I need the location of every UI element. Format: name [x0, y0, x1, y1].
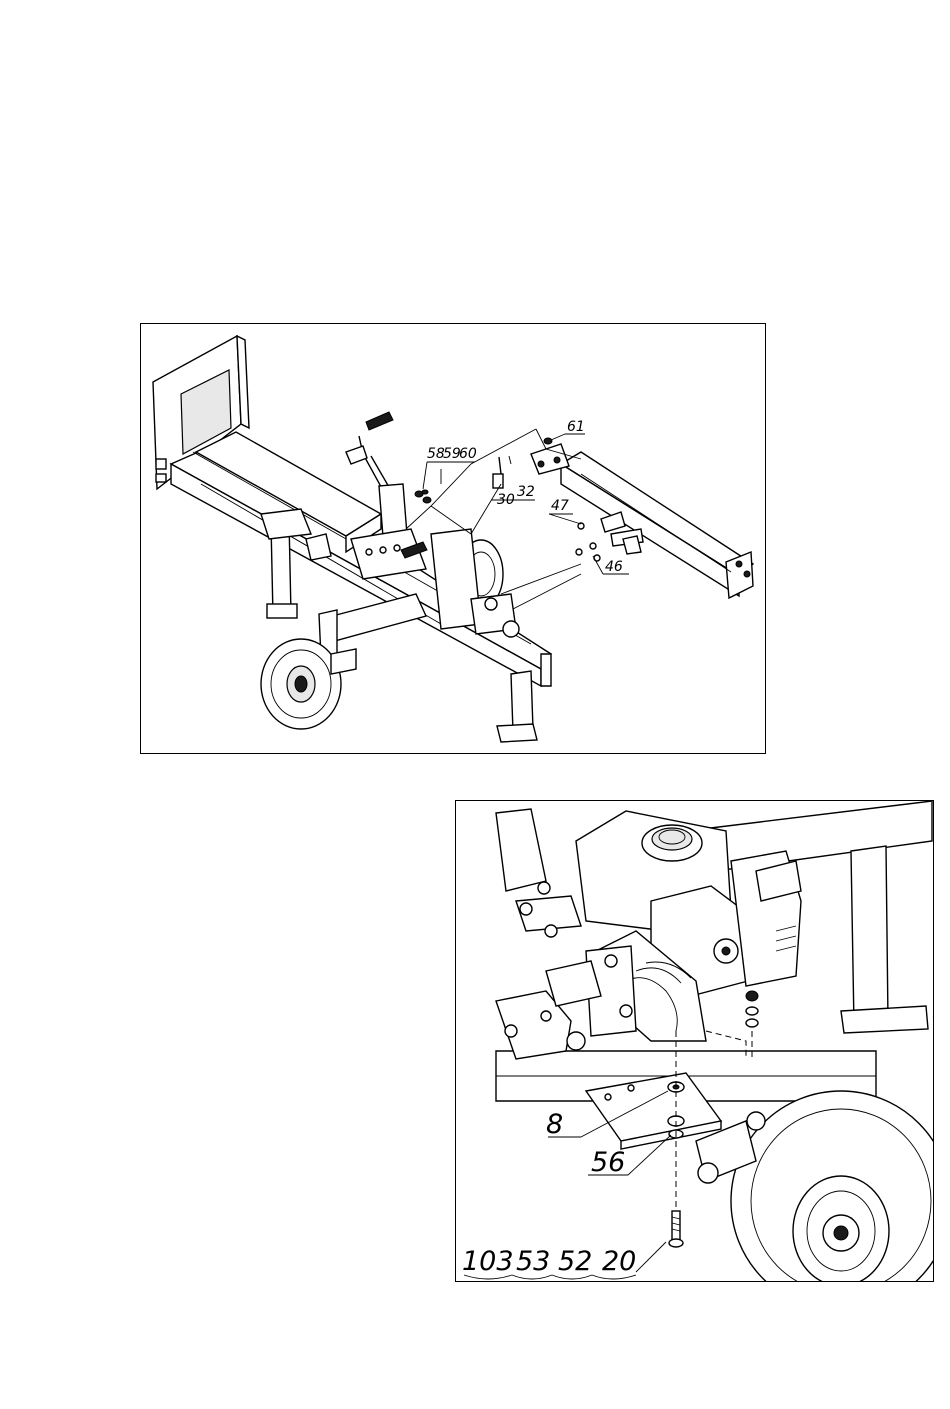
- callout-32: 32: [517, 484, 535, 500]
- rear-stand: [497, 671, 537, 742]
- hydraulic-pump: [496, 961, 601, 1059]
- callout-30: 30: [497, 492, 515, 508]
- callout-8: 8: [546, 1109, 563, 1140]
- log-splitter-drawing: 58 59 60 61 30 32 47 46: [141, 324, 765, 753]
- small-hardware-30-32: [493, 456, 511, 488]
- wheel: [696, 1091, 933, 1281]
- hydraulic-cylinder: [531, 444, 753, 598]
- callout-60: 60: [459, 446, 477, 462]
- callout-52: 52: [558, 1246, 592, 1277]
- pump-pulley: [431, 529, 519, 637]
- engine-mount-detail-diagram: 8 56 103 53 52 20: [455, 800, 934, 1282]
- nut-61: [544, 438, 552, 444]
- engine-mount-drawing: 8 56 103 53 52 20: [456, 801, 933, 1281]
- callout-61: 61: [567, 419, 585, 435]
- callout-47: 47: [551, 498, 569, 514]
- callout-53: 53: [516, 1246, 550, 1277]
- callout-103: 103: [462, 1246, 514, 1277]
- small-hardware-58-60: [415, 490, 431, 503]
- callout-20: 20: [602, 1246, 636, 1277]
- callout-56: 56: [591, 1147, 625, 1178]
- callout-46: 46: [605, 559, 623, 575]
- assembly-diagram-overview: 58 59 60 61 30 32 47 46: [140, 323, 766, 754]
